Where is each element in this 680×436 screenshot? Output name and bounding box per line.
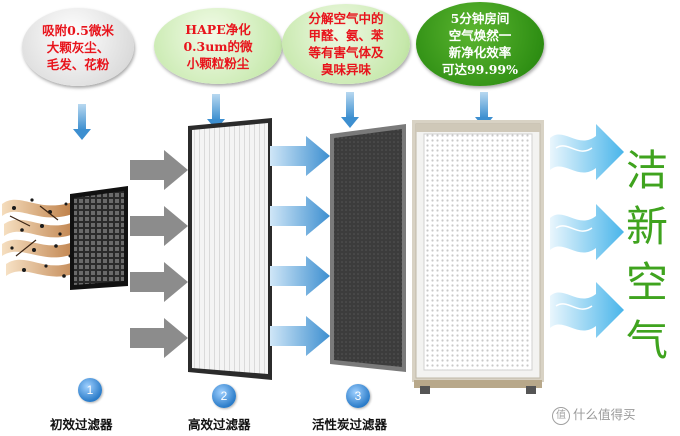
clean-air-char: 空 (626, 258, 669, 307)
bubble-purifier-result: 5分钟房间 空气焕然一 新净化效率 可达99.99% (416, 2, 544, 86)
bubble-line: 甲醛、氨、苯 (308, 28, 384, 43)
blue-arrow-icon (270, 256, 330, 296)
stage-label: 活性炭过滤器 (312, 417, 388, 432)
stage-number-badge: 1 (78, 378, 102, 402)
gray-arrow-icon (130, 262, 188, 302)
stage-label: 高效过滤器 (188, 417, 251, 432)
bubble-carbon-filter: 分解空气中的 甲醛、氨、苯 等有害气体及 臭味异味 (282, 4, 410, 84)
blue-arrow-icon (270, 196, 330, 236)
hepa-filter-image (188, 118, 272, 380)
bubble-line: 分解空气中的 (308, 11, 384, 26)
carbon-filter-image (330, 124, 406, 372)
down-arrow-icon (207, 94, 225, 130)
clean-air-char: 洁 (626, 146, 669, 195)
clean-air-char: 气 (626, 316, 669, 365)
bubble-line: 小颗粒粉尘 (186, 55, 250, 71)
bubble-line: HAPE净化 (185, 21, 251, 37)
bubble-hepa-filter: HAPE净化 0.3um的微 小颗粒粉尘 (154, 8, 282, 84)
fresh-air-arrows (550, 124, 624, 338)
stage-number-badge: 3 (346, 384, 370, 408)
gray-arrow-icon (130, 206, 188, 246)
bubble-line: 毛发、花粉 (46, 56, 110, 72)
bubble-line: 等有害气体及 (308, 45, 384, 60)
bubble-line: 大颗灰尘、 (46, 39, 110, 55)
primary-filter-image (70, 186, 128, 290)
blue-arrow-icon (270, 316, 330, 356)
bubble-line: 新净化效率 (448, 45, 512, 60)
down-arrow-icon (341, 92, 359, 128)
bubble-line: 可达99.99% (441, 62, 519, 77)
bubble-line: 0.3um的微 (183, 38, 253, 54)
down-arrow-icon (475, 92, 493, 128)
watermark: 值什么值得买 (552, 404, 636, 425)
gray-arrow-icon (130, 150, 188, 190)
air-purifier-image (412, 120, 544, 394)
down-arrow-icon (73, 104, 91, 140)
stage-number-badge: 2 (212, 384, 236, 408)
bubble-line: 臭味异味 (320, 62, 371, 77)
clean-air-char: 新 (626, 202, 669, 251)
bubble-line: 5分钟房间 (450, 11, 510, 26)
blue-arrow-icon (270, 136, 330, 176)
gray-arrow-icon (130, 318, 188, 358)
bubble-line: 吸附0.5微米 (42, 22, 114, 38)
bubble-line: 空气焕然一 (448, 28, 512, 43)
stage-label: 初效过滤器 (50, 417, 113, 432)
watermark-text: 什么值得买 (573, 407, 636, 422)
watermark-logo-icon: 值 (552, 406, 570, 425)
bubble-primary-filter: 吸附0.5微米 大颗灰尘、 毛发、花粉 (22, 8, 134, 86)
dirty-air-illustration (2, 198, 78, 278)
